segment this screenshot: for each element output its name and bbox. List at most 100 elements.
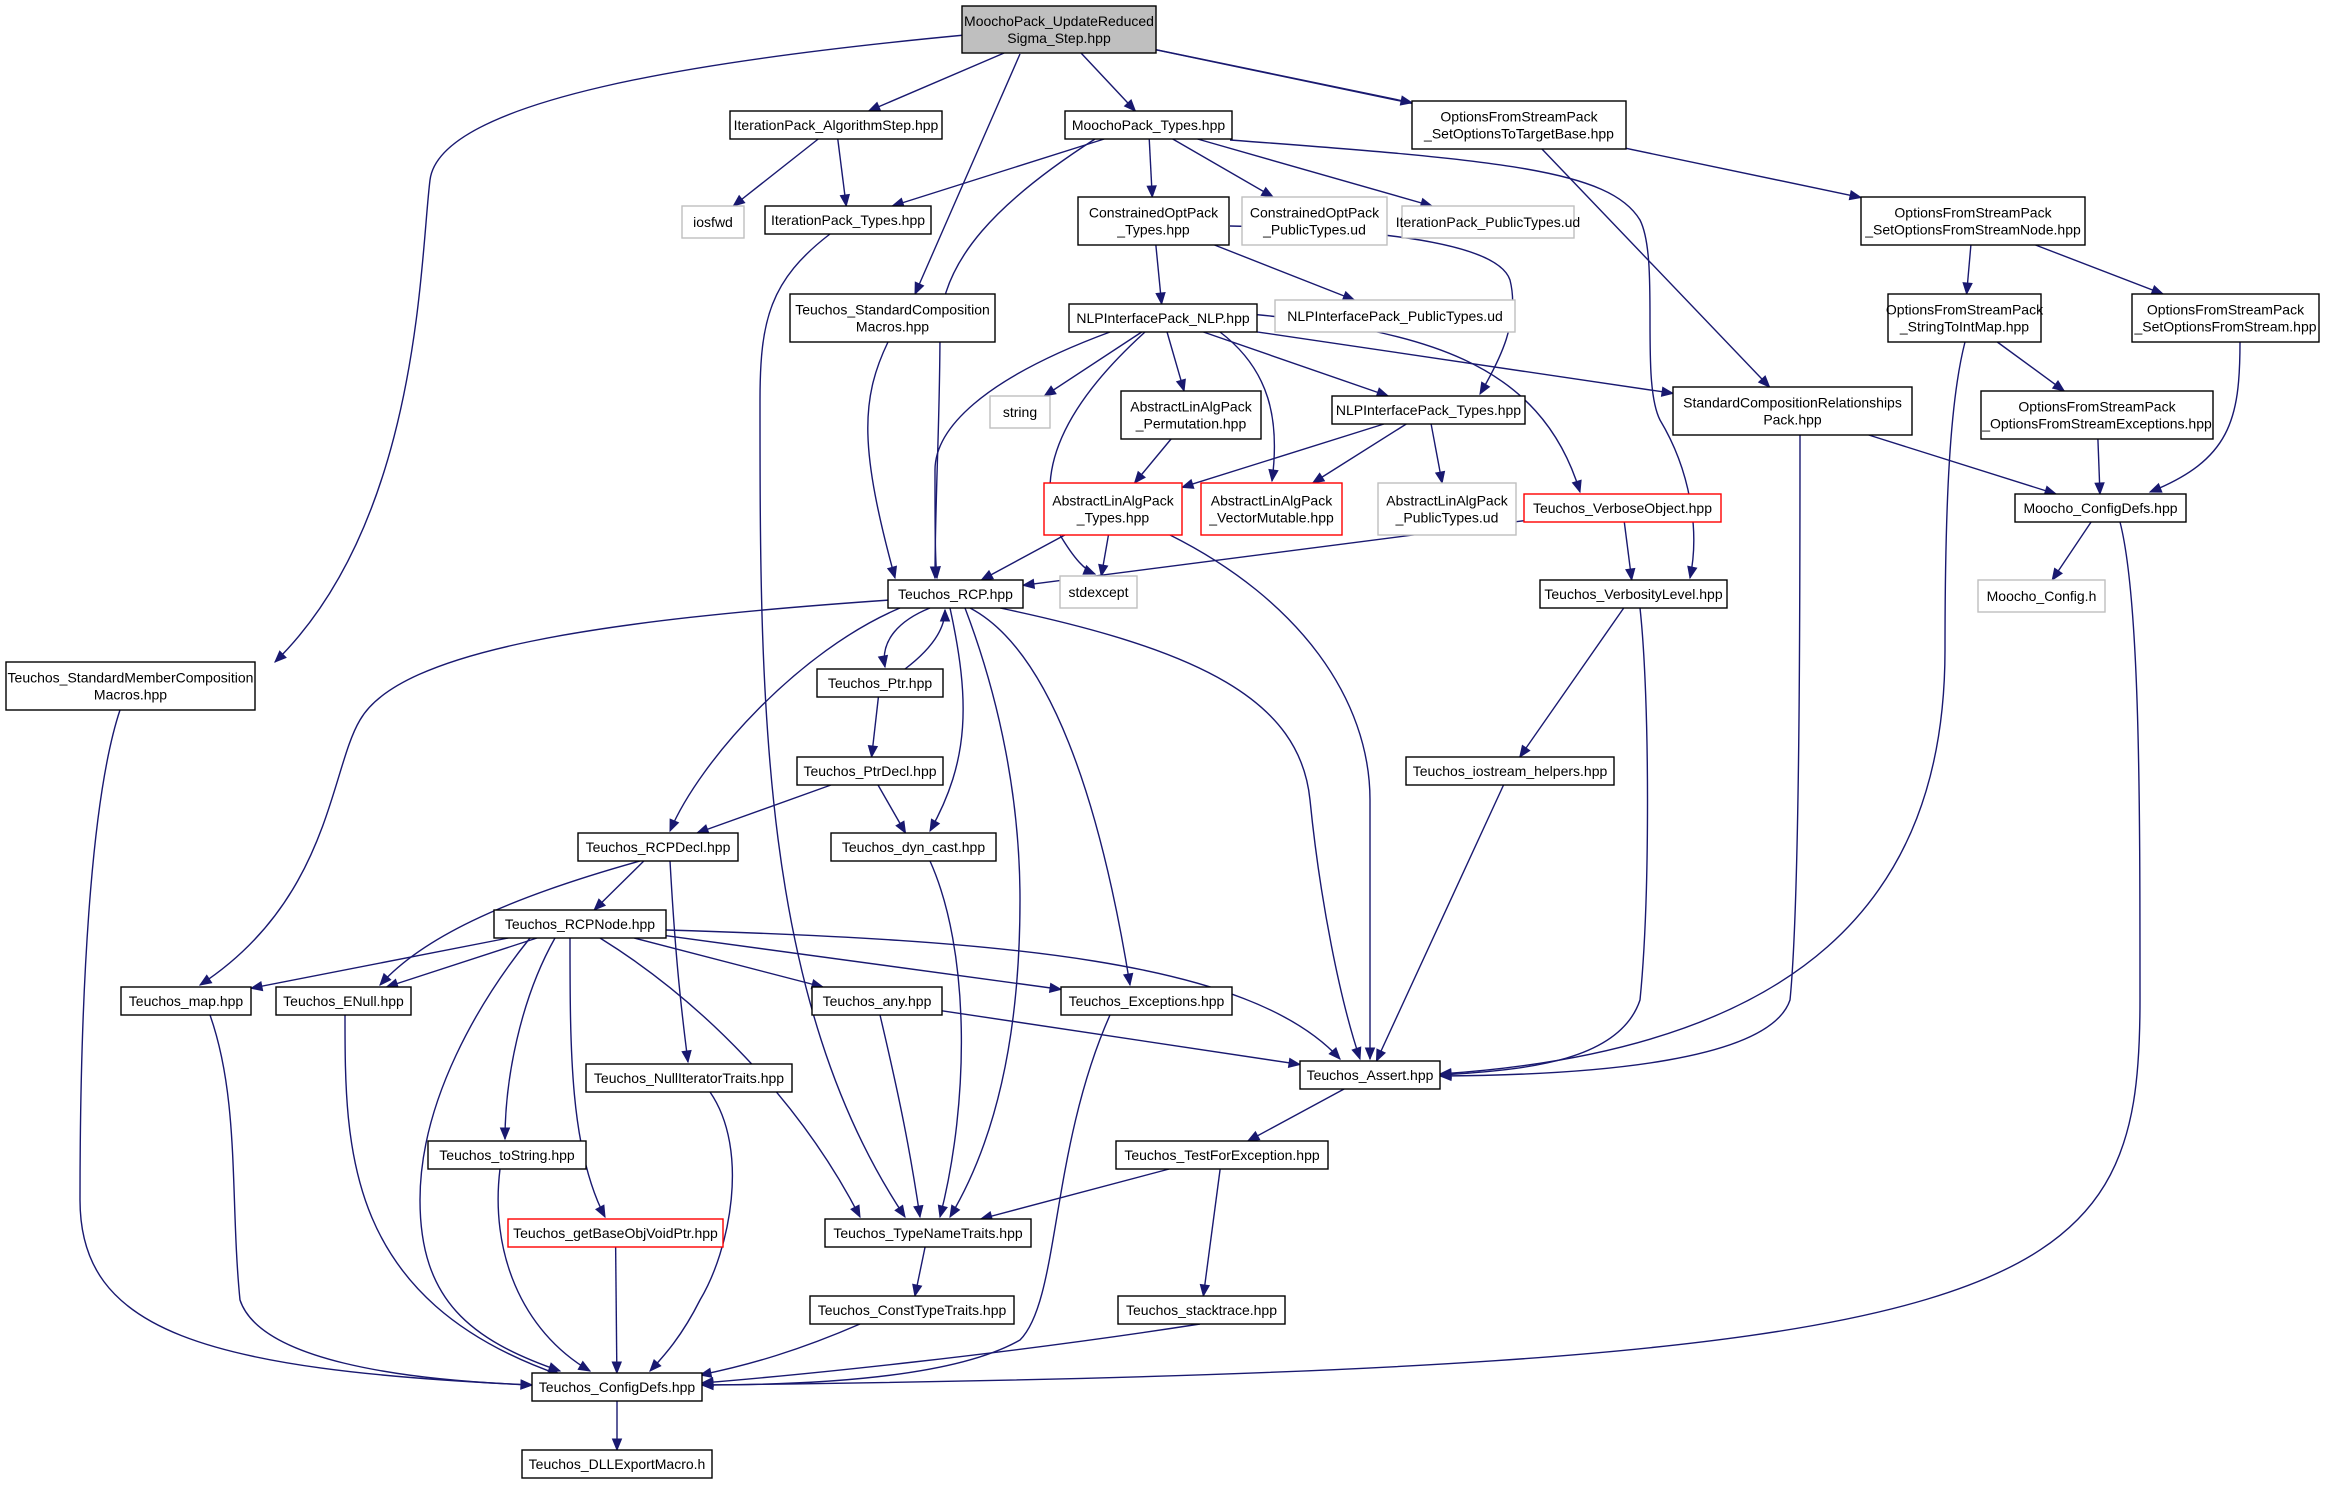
node-dynCast[interactable]: Teuchos_dyn_cast.hpp [830, 832, 997, 862]
edge-iterAlgStep-to-iosfwd [732, 138, 819, 207]
node-box [961, 5, 1157, 54]
edge-line [1229, 139, 1695, 579]
node-iostream[interactable]: Teuchos_iostream_helpers.hpp [1405, 756, 1615, 786]
node-vecMut[interactable]: AbstractLinAlgPack_VectorMutable.hpp [1200, 482, 1343, 536]
edge-line [1519, 607, 1625, 758]
edge-root-to-moochoTypes [1080, 52, 1137, 112]
edge-line [696, 784, 832, 834]
node-label: AbstractLinAlgPack [1386, 493, 1508, 509]
node-enull[interactable]: Teuchos_ENull.hpp [275, 986, 412, 1016]
edge-line [2035, 244, 2164, 295]
node-rcpNode[interactable]: Teuchos_RCPNode.hpp [493, 909, 667, 939]
edge-line [1996, 341, 2065, 392]
node-box [1043, 482, 1183, 536]
edge-line [1080, 52, 1136, 112]
edge-line [1312, 423, 1407, 484]
node-dllExport[interactable]: Teuchos_DLLExportMacro.h [521, 1449, 713, 1479]
node-rcpDecl[interactable]: Teuchos_RCPDecl.hpp [577, 832, 739, 862]
node-label: Macros.hpp [856, 319, 929, 335]
node-any[interactable]: Teuchos_any.hpp [811, 986, 943, 1016]
edge-strToInt-to-optsExc [1996, 341, 2066, 392]
node-moochoCfg[interactable]: Moocho_ConfigDefs.hpp [2014, 493, 2187, 523]
node-label: Teuchos_StandardMemberComposition [8, 670, 254, 686]
edge-arrowhead [1687, 565, 1698, 580]
edge-line [665, 929, 1341, 1060]
node-exceptions[interactable]: Teuchos_Exceptions.hpp [1060, 986, 1233, 1016]
edge-line [419, 937, 561, 1372]
node-box [681, 205, 745, 239]
edge-line [879, 1014, 921, 1218]
node-box [1860, 196, 2086, 246]
node-setFromStream[interactable]: OptionsFromStreamPack_SetOptionsFromStre… [2131, 293, 2320, 343]
node-alaTypes[interactable]: AbstractLinAlgPack_Types.hpp [1043, 482, 1183, 536]
edge-nullIter-to-configDefs [649, 1091, 734, 1372]
edge-line [759, 233, 906, 1218]
node-getBase[interactable]: Teuchos_getBaseObjVoidPtr.hpp [507, 1218, 724, 1248]
node-nlpPub: NLPInterfacePack_PublicTypes.ud [1274, 299, 1516, 333]
node-nlp[interactable]: NLPInterfacePack_NLP.hpp [1068, 303, 1258, 333]
node-strToInt[interactable]: OptionsFromStreamPack_StringToIntMap.hpp [1886, 293, 2044, 343]
node-box [989, 395, 1051, 429]
edge-testExc-to-typeName [979, 1168, 1170, 1222]
edge-arrowhead [937, 1204, 948, 1219]
node-optsExc[interactable]: OptionsFromStreamPack_OptionsFromStreamE… [1980, 390, 2214, 440]
edge-line [981, 534, 1066, 581]
node-map[interactable]: Teuchos_map.hpp [120, 986, 252, 1016]
node-box [1068, 303, 1258, 333]
node-stdMember[interactable]: Teuchos_StandardMemberCompositionMacros.… [5, 661, 256, 711]
node-ptr[interactable]: Teuchos_Ptr.hpp [816, 668, 944, 698]
node-box [507, 1218, 724, 1248]
edge-nlp-to-stdCompRel [1256, 331, 1675, 397]
node-rcp[interactable]: Teuchos_RCP.hpp [887, 579, 1024, 609]
edge-arrowhead [2051, 379, 2066, 392]
node-constType[interactable]: Teuchos_ConstTypeTraits.hpp [809, 1295, 1015, 1325]
edge-constrTypes-to-nlp [1155, 244, 1166, 306]
edge-verbLvl-to-assert [1438, 607, 1649, 1080]
edge-arrowhead [1098, 563, 1109, 578]
node-toString[interactable]: Teuchos_toString.hpp [427, 1140, 587, 1170]
node-box [1539, 579, 1728, 609]
edge-arrowhead [681, 1049, 692, 1064]
edge-arrowhead [949, 1204, 961, 1219]
node-box [1405, 756, 1615, 786]
node-iterAlgStep[interactable]: IterationPack_AlgorithmStep.hpp [729, 110, 943, 140]
node-nlpTypes[interactable]: NLPInterfacePack_Types.hpp [1331, 395, 1526, 425]
node-iterTypes[interactable]: IterationPack_Types.hpp [764, 205, 932, 235]
edge-ptrDecl-to-rcpDecl [695, 784, 832, 835]
edge-arrowhead [877, 654, 889, 669]
node-label: Teuchos_getBaseObjVoidPtr.hpp [513, 1225, 718, 1241]
node-nullIter[interactable]: Teuchos_NullIteratorTraits.hpp [585, 1063, 793, 1093]
edge-map-to-configDefs [209, 1014, 534, 1390]
node-testExc[interactable]: Teuchos_TestForException.hpp [1115, 1140, 1329, 1170]
node-verbObj[interactable]: Teuchos_VerboseObject.hpp [1523, 493, 1722, 523]
edge-line [250, 937, 509, 989]
node-typeName[interactable]: Teuchos_TypeNameTraits.hpp [824, 1218, 1032, 1248]
node-label: Sigma_Step.hpp [1007, 30, 1111, 46]
node-constrTypes[interactable]: ConstrainedOptPack_Types.hpp [1077, 196, 1230, 246]
node-optsNode[interactable]: OptionsFromStreamPack_SetOptionsFromStre… [1860, 196, 2086, 246]
edge-moochoCfg-to-moochoConfH [2051, 521, 2092, 582]
node-optsTarget[interactable]: OptionsFromStreamPack_SetOptionsToTarget… [1411, 100, 1627, 150]
edge-arrowhead [1199, 1283, 1211, 1298]
edge-line [1439, 341, 1966, 1075]
node-assert[interactable]: Teuchos_Assert.hpp [1299, 1060, 1441, 1090]
edge-arrowhead [886, 565, 898, 580]
edge-nlp-to-rcp [930, 331, 1111, 580]
node-ptrDecl[interactable]: Teuchos_PtrDecl.hpp [796, 756, 944, 786]
node-configDefs[interactable]: Teuchos_ConfigDefs.hpp [531, 1372, 703, 1402]
node-label: NLPInterfacePack_Types.hpp [1336, 402, 1521, 418]
node-box [1064, 110, 1233, 140]
edge-line [1049, 331, 1146, 575]
edge-line [379, 860, 641, 986]
edge-arrowhead [1260, 186, 1275, 198]
node-permut[interactable]: AbstractLinAlgPack_Permutation.hpp [1120, 390, 1262, 440]
node-stacktrace[interactable]: Teuchos_stacktrace.hpp [1117, 1295, 1286, 1325]
edge-line [883, 607, 931, 668]
node-verbLvl[interactable]: Teuchos_VerbosityLevel.hpp [1539, 579, 1728, 609]
node-box [1274, 299, 1516, 333]
node-label: Macros.hpp [94, 687, 167, 703]
node-moochoTypes[interactable]: MoochoPack_Types.hpp [1064, 110, 1233, 140]
